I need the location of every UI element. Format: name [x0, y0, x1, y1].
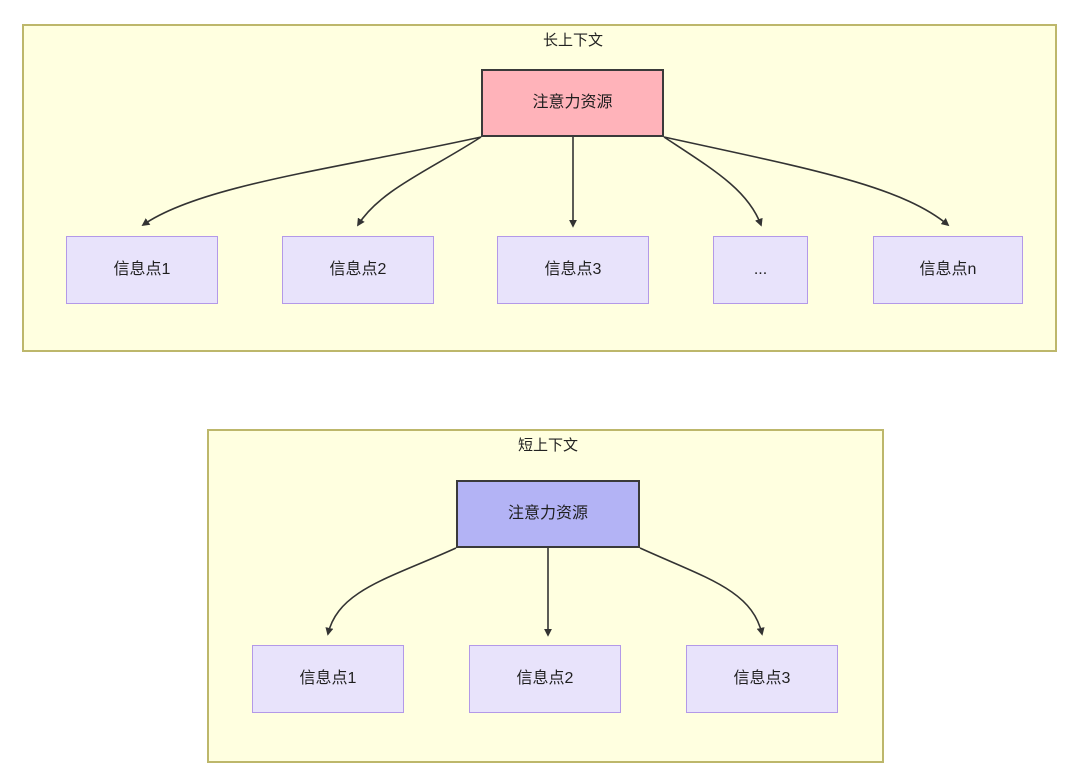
node-info-point-n-long[interactable]: 信息点n	[873, 236, 1023, 304]
long-context-title: 长上下文	[542, 32, 603, 49]
short-context-title: 短上下文	[517, 437, 578, 454]
node-info-point-1-short[interactable]: 信息点1	[252, 645, 404, 713]
node-attention-resource-long[interactable]: 注意力资源	[481, 69, 664, 137]
node-info-point-3-short[interactable]: 信息点3	[686, 645, 838, 713]
node-info-point-ellipsis-long[interactable]: ...	[713, 236, 808, 304]
node-info-point-2-long[interactable]: 信息点2	[282, 236, 434, 304]
node-info-point-1-long[interactable]: 信息点1	[66, 236, 218, 304]
node-info-point-2-short[interactable]: 信息点2	[469, 645, 621, 713]
node-attention-resource-short[interactable]: 注意力资源	[456, 480, 640, 548]
node-info-point-3-long[interactable]: 信息点3	[497, 236, 649, 304]
